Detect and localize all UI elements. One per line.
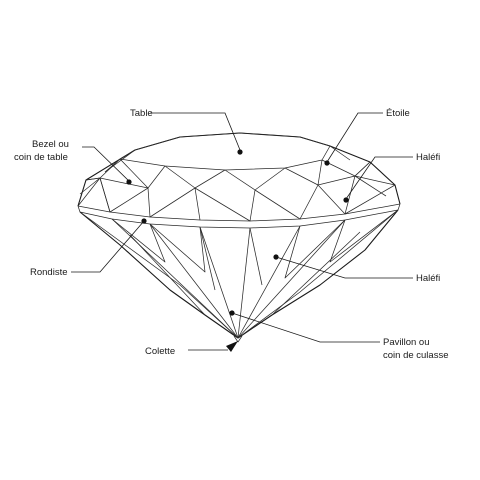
girdle-bottom-edge bbox=[79, 209, 399, 229]
dot-table bbox=[237, 149, 243, 155]
dot-halefi-upper bbox=[343, 197, 349, 203]
annotation-labels: Table Étoile Bezel ou coin de table Halé… bbox=[14, 108, 448, 361]
dot-etoile bbox=[324, 160, 330, 166]
leader-table bbox=[150, 112, 241, 151]
label-rondiste: Rondiste bbox=[30, 267, 68, 278]
dot-bezel bbox=[126, 179, 132, 185]
girdle-side-left bbox=[77, 205, 81, 213]
label-etoile: Étoile bbox=[386, 108, 410, 119]
dot-rondiste bbox=[141, 218, 147, 224]
leader-bezel bbox=[82, 146, 130, 182]
girdle-top-edge bbox=[77, 203, 401, 222]
label-bezel-line1: Bezel ou bbox=[32, 139, 69, 150]
leader-pavillon bbox=[231, 312, 380, 343]
label-bezel-line2: coin de table bbox=[14, 152, 68, 163]
leader-halefi-lower bbox=[275, 256, 413, 279]
dot-pavillon bbox=[229, 310, 235, 316]
leader-halefi-upper bbox=[345, 156, 413, 200]
dot-halefi-lower bbox=[273, 254, 279, 260]
leader-etoile bbox=[326, 112, 383, 163]
label-pavillon-line2: coin de culasse bbox=[383, 350, 448, 361]
label-colette: Colette bbox=[145, 346, 175, 357]
diamond-illustration bbox=[77, 132, 401, 343]
label-table: Table bbox=[130, 108, 153, 119]
pavilion-facets bbox=[79, 209, 399, 339]
bezel-facets bbox=[77, 158, 396, 222]
girdle-side-right bbox=[397, 203, 401, 211]
table-facet bbox=[119, 132, 331, 171]
annotation-leaders bbox=[71, 112, 413, 352]
leader-rondiste bbox=[71, 220, 145, 273]
label-halefi-upper: Haléfi bbox=[416, 152, 440, 163]
label-pavillon-line1: Pavillon ou bbox=[383, 337, 429, 348]
culet-tip bbox=[233, 335, 243, 343]
label-halefi-lower: Haléfi bbox=[416, 273, 440, 284]
arrow-colette bbox=[226, 341, 238, 352]
pavilion-outline bbox=[79, 209, 399, 339]
